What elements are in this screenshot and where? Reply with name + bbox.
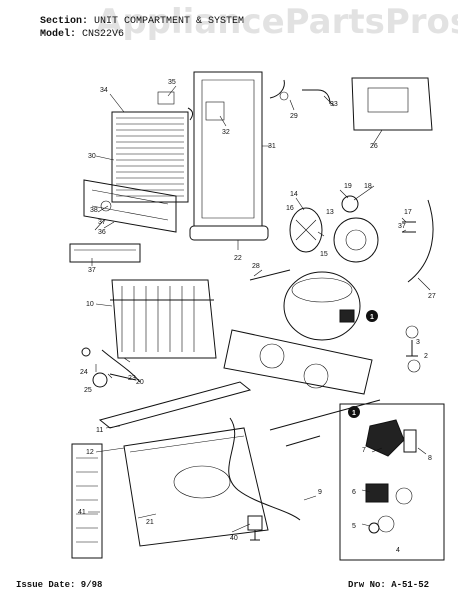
callout-24: 24 bbox=[80, 369, 88, 376]
base-frame bbox=[98, 329, 381, 447]
callout-6: 6 bbox=[352, 489, 356, 496]
callout-41: 41 bbox=[78, 509, 86, 516]
callout-22: 22 bbox=[234, 255, 242, 262]
marker-label-2: 1 bbox=[352, 410, 356, 417]
callout-21: 21 bbox=[146, 519, 154, 526]
callout-37-a: 37 bbox=[98, 219, 106, 226]
callout-15: 15 bbox=[320, 251, 328, 258]
callout-3: 3 bbox=[416, 339, 420, 346]
callout-4: 4 bbox=[396, 547, 400, 554]
callout-9: 9 bbox=[318, 489, 322, 496]
condenser-fan-bracket bbox=[69, 179, 177, 263]
callout-29: 29 bbox=[290, 113, 298, 120]
issue-date: Issue Date: 9/98 bbox=[16, 580, 103, 590]
power-cord bbox=[247, 515, 263, 541]
callout-20: 20 bbox=[136, 379, 144, 386]
compressor bbox=[249, 269, 421, 373]
condenser-coil bbox=[111, 91, 194, 203]
callouts: 34 35 32 31 30 29 33 26 38 37 36 37 22 1… bbox=[78, 79, 436, 554]
drain-pan-coil bbox=[110, 279, 217, 359]
callout-23: 23 bbox=[128, 375, 136, 382]
relay-detail bbox=[339, 403, 445, 561]
drain-tubes bbox=[269, 79, 331, 105]
callout-40: 40 bbox=[230, 535, 238, 542]
callout-14: 14 bbox=[290, 191, 298, 198]
model-value: CNS22V6 bbox=[82, 29, 125, 40]
section-value: UNIT COMPARTMENT & SYSTEM bbox=[94, 16, 245, 27]
marker-circle-1 bbox=[366, 310, 378, 322]
callout-35: 35 bbox=[168, 79, 176, 86]
callout-16: 16 bbox=[286, 205, 294, 212]
marker-label-1: 1 bbox=[370, 314, 374, 321]
callout-28: 28 bbox=[252, 263, 260, 270]
callout-27: 27 bbox=[428, 293, 436, 300]
callout-11: 11 bbox=[96, 427, 103, 434]
section-markers: 1 1 bbox=[348, 310, 378, 418]
drawing-number: Drw No: A-51-52 bbox=[348, 580, 430, 590]
callout-12: 12 bbox=[86, 449, 94, 456]
callout-7: 7 bbox=[362, 447, 366, 454]
callout-18: 18 bbox=[364, 183, 372, 190]
section-key: Section: bbox=[40, 16, 89, 27]
wiring-label bbox=[71, 443, 103, 559]
callout-2: 2 bbox=[424, 353, 428, 360]
callout-25: 25 bbox=[84, 387, 92, 394]
defrost-tube bbox=[407, 199, 434, 283]
callout-19: 19 bbox=[344, 183, 352, 190]
callout-26: 26 bbox=[370, 143, 378, 150]
marker-circle-2 bbox=[348, 406, 360, 418]
callout-38: 38 bbox=[90, 207, 98, 214]
callout-34: 34 bbox=[100, 87, 108, 94]
wiring-harness bbox=[81, 347, 301, 521]
callout-5: 5 bbox=[352, 523, 356, 530]
condenser-fan-motor bbox=[289, 195, 416, 263]
callout-17: 17 bbox=[404, 209, 412, 216]
callout-10: 10 bbox=[86, 301, 94, 308]
model-key: Model: bbox=[40, 29, 77, 40]
cover-panel bbox=[351, 77, 433, 131]
callout-37-c: 37 bbox=[398, 223, 406, 230]
callout-33: 33 bbox=[330, 101, 338, 108]
callout-31: 31 bbox=[268, 143, 276, 150]
drip-pan bbox=[123, 427, 269, 547]
callout-32: 32 bbox=[222, 129, 230, 136]
back-cover bbox=[189, 71, 269, 241]
callout-37-b: 37 bbox=[88, 267, 96, 274]
section-header: Section: UNIT COMPARTMENT & SYSTEM bbox=[40, 16, 244, 27]
callout-30: 30 bbox=[88, 153, 96, 160]
callout-8: 8 bbox=[428, 455, 432, 462]
leader-lines bbox=[88, 85, 431, 533]
model-header: Model: CNS22V6 bbox=[40, 29, 124, 40]
callout-36: 36 bbox=[98, 229, 106, 236]
callout-13: 13 bbox=[326, 209, 334, 216]
